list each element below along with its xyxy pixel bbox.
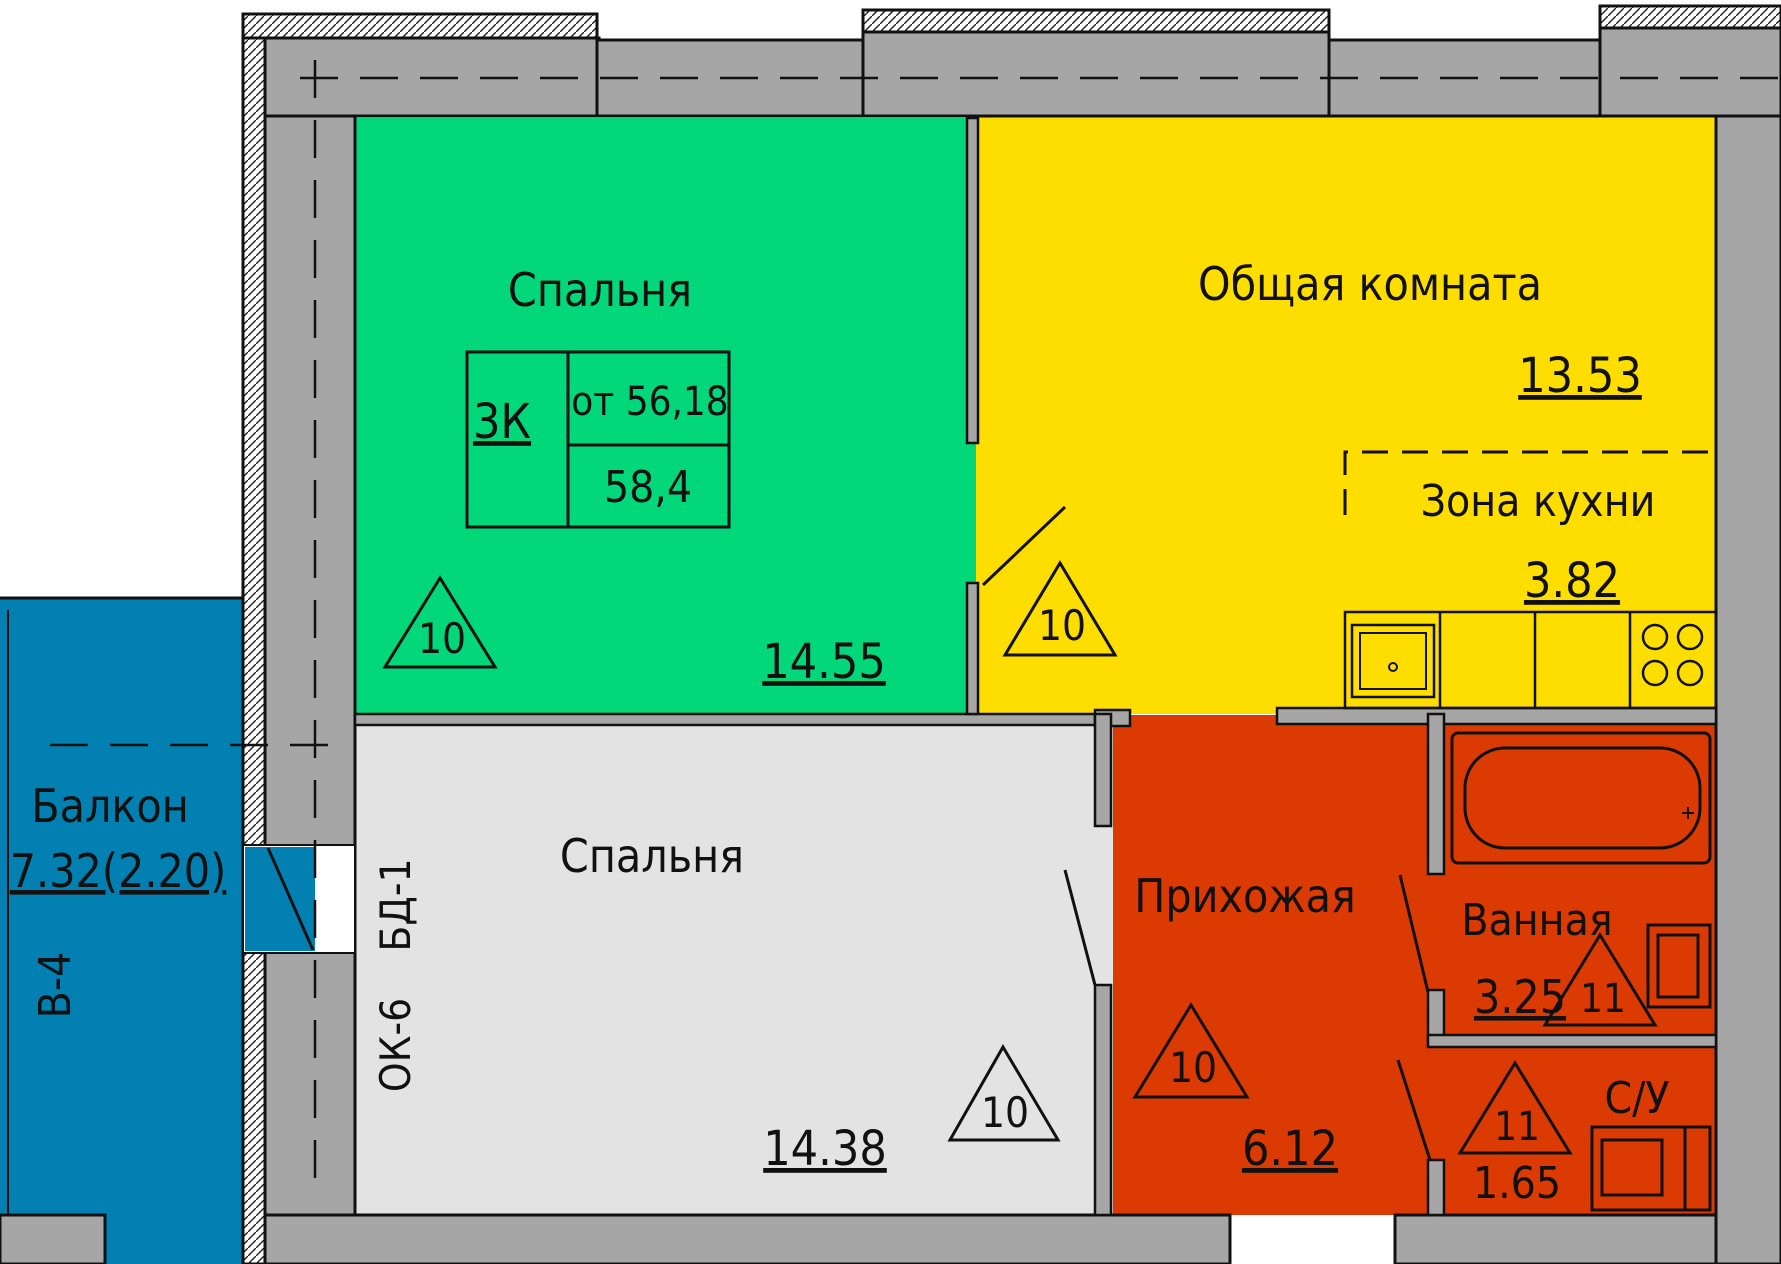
wc-marker: 11 (1494, 1104, 1540, 1150)
bedroom-top-marker: 10 (418, 614, 466, 663)
sink-basin (1359, 632, 1427, 690)
bedroom-bottom-fill (355, 725, 1115, 1215)
partition-bed-living-top (965, 116, 980, 445)
balcony-corner (0, 1213, 107, 1264)
marker-triangle-hall (1132, 1002, 1250, 1099)
summary-table-frame (465, 350, 731, 529)
living-area: 13.53 (1518, 348, 1642, 404)
axis-lines (50, 60, 1781, 1180)
partition-bath-left-top (1426, 712, 1446, 876)
summary-area-total: 58,4 (604, 462, 692, 513)
bedroom-top-fill (355, 118, 978, 714)
bedroom-top-area: 14.55 (762, 634, 886, 690)
summary-table (465, 350, 731, 529)
living-marker: 10 (1038, 601, 1086, 650)
balcony-edges (0, 596, 243, 1264)
balcony-door-leaf-fill (245, 847, 315, 951)
bathtub-inner (1463, 746, 1702, 850)
marker-triangle-wc (1457, 1060, 1573, 1155)
partition-wc-left (1426, 1158, 1446, 1217)
kitchen-zone-name: Зона кухни (1421, 476, 1656, 527)
wall-left-hatch (241, 12, 267, 1264)
bathtub (1450, 731, 1712, 865)
wall-top-window (861, 30, 1331, 118)
door-swing-wc (1396, 1059, 1432, 1161)
summary-area-from: от 56,18 (571, 379, 728, 425)
kitchen-zone (1343, 450, 1718, 710)
sink (1350, 623, 1436, 699)
bath-name: Ванная (1461, 895, 1612, 946)
partition-hall-left-bottom (1093, 983, 1113, 1217)
wall-top-right (1598, 26, 1781, 118)
labels: Спальня 14.55 10 Общая комната 13.53 10 … (10, 257, 1670, 1209)
wall-right (1714, 114, 1781, 1264)
partition-kitchen-hall (1275, 706, 1718, 726)
summary-type: 3К (473, 394, 531, 450)
markers (382, 560, 1658, 1155)
washbasin-inner (1656, 933, 1700, 999)
toilet (1590, 1125, 1712, 1212)
stove-burner-4 (1676, 659, 1704, 687)
balcony-area: 7.32(2.20) (10, 844, 227, 898)
room-fills (0, 116, 1716, 1264)
partition-bed-living-bottom (965, 581, 980, 716)
wall-bottom-right (1393, 1213, 1718, 1264)
wall-top-right-hatch (1598, 4, 1781, 30)
bath-marker: 11 (1580, 976, 1626, 1022)
living-name: Общая комната (1198, 257, 1542, 311)
stove-burner-1 (1641, 623, 1669, 651)
hall-marker: 10 (1169, 1043, 1217, 1092)
bedroom-top-name: Спальня (508, 263, 692, 317)
bath-fixtures (1450, 731, 1712, 1212)
kitchen-counter (1343, 610, 1718, 710)
door-swings (981, 505, 1432, 1161)
marker-triangle-living (1002, 560, 1118, 657)
bedroom-bottom-area: 14.38 (763, 1121, 887, 1177)
bath-fill (1440, 715, 1716, 1035)
balcony-fill (0, 598, 250, 1264)
door-swing-bedroom-bottom (1063, 869, 1097, 986)
stove-burner-2 (1676, 623, 1704, 651)
stove-burner-3 (1641, 659, 1669, 687)
balcony-name: Балкон (31, 779, 189, 833)
partition-hall-left-top (1093, 712, 1113, 828)
partitions (353, 116, 1718, 1217)
wall-top-left-hatch (241, 12, 599, 40)
balcony-door-swing (266, 847, 315, 951)
kitchen-zone-outline (1343, 450, 1716, 515)
bath-area: 3.25 (1474, 970, 1566, 1024)
sink-drain (1388, 662, 1398, 672)
balcony-wall-mark: В-4 (30, 952, 81, 1019)
door-swing-bath (1398, 874, 1430, 993)
wall-left (263, 38, 357, 1264)
partition-bedrooms (353, 712, 1097, 727)
bedroom-bottom-name: Спальня (560, 829, 744, 883)
toilet-seat (1600, 1138, 1664, 1197)
door-mark: БД-1 (371, 858, 420, 951)
balcony-door (242, 844, 356, 954)
washbasin (1646, 923, 1712, 1009)
bathtub-drain (1682, 807, 1694, 819)
wc-area: 1.65 (1473, 1158, 1561, 1209)
wc-fill (1440, 1050, 1716, 1215)
marker-triangle-bedroom-bottom (947, 1044, 1061, 1142)
door-swing-living (981, 505, 1067, 587)
window-mark: ОК-6 (371, 998, 420, 1092)
hall-name: Прихожая (1134, 869, 1356, 923)
marker-triangle-bath (1542, 932, 1658, 1027)
wall-top-window-hatch (861, 8, 1331, 34)
wall-bottom-left (263, 1213, 1232, 1264)
bedroom-bottom-marker: 10 (981, 1088, 1029, 1137)
kitchen-zone-area: 3.82 (1524, 553, 1620, 609)
hall-area: 6.12 (1242, 1121, 1338, 1177)
wc-name: С/У (1604, 1073, 1669, 1124)
marker-triangle-bedroom-top (382, 575, 498, 669)
partition-bath-wc (1426, 1033, 1718, 1049)
